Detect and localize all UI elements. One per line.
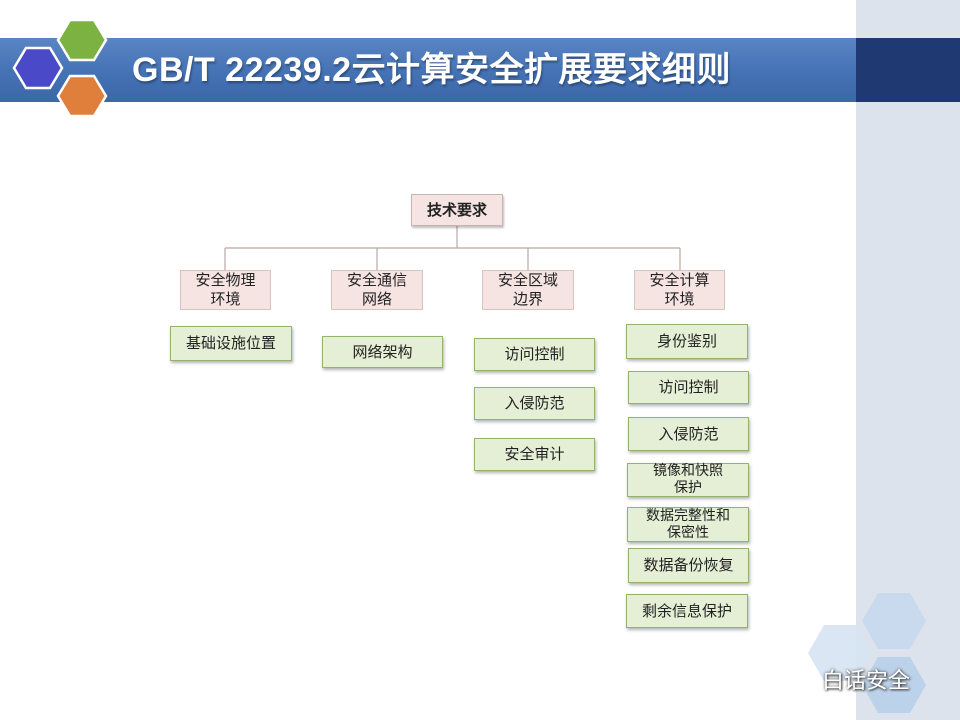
category-area-boundary: 安全区域 边界: [482, 270, 574, 310]
green-hexagon: [56, 18, 108, 62]
slide-title: GB/T 22239.2云计算安全扩展要求细则: [132, 51, 732, 89]
leaf-residual-information-protection: 剩余信息保护: [626, 594, 748, 628]
decorative-hexagons: [808, 593, 926, 713]
leaf-boundary-intrusion-prevention: 入侵防范: [474, 387, 595, 420]
category-computing-environment: 安全计算 环境: [634, 270, 725, 310]
category-communication-network: 安全通信 网络: [331, 270, 423, 310]
leaf-network-architecture: 网络架构: [322, 336, 443, 368]
title-bar-accent: [856, 38, 960, 102]
title-bar: [0, 38, 856, 102]
category-physical-environment: 安全物理 环境: [180, 270, 271, 310]
watermark: 白话安全: [786, 662, 910, 696]
hexagon-logo-icon: [12, 18, 108, 118]
wechat-icon: [786, 667, 816, 690]
leaf-infrastructure-location: 基础设施位置: [170, 326, 292, 361]
orange-hexagon: [56, 74, 108, 118]
blue-hexagon: [12, 46, 64, 90]
leaf-identity-authentication: 身份鉴别: [626, 324, 748, 359]
leaf-computing-intrusion-prevention: 入侵防范: [628, 417, 749, 451]
root-node: 技术要求: [411, 194, 503, 226]
leaf-data-integrity-confidentiality: 数据完整性和 保密性: [627, 507, 749, 542]
leaf-boundary-access-control: 访问控制: [474, 338, 595, 371]
leaf-computing-access-control: 访问控制: [628, 371, 749, 404]
leaf-image-snapshot-protection: 镜像和快照 保护: [627, 463, 749, 497]
leaf-data-backup-recovery: 数据备份恢复: [628, 548, 749, 583]
watermark-text: 白话安全: [822, 669, 911, 694]
leaf-boundary-security-audit: 安全审计: [474, 438, 595, 471]
